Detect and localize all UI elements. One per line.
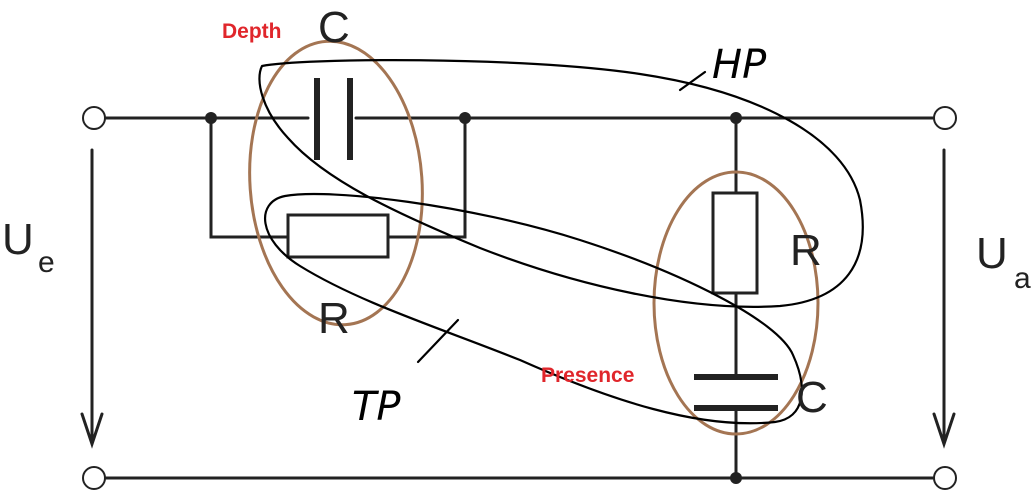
output-voltage-subscript: a [1014,262,1031,295]
node-left [205,112,217,124]
presence-note: Presence [541,364,634,387]
highpass-pointer [678,70,707,92]
depth-note: Depth [222,20,282,43]
parallel-branch-right [386,116,467,239]
shunt-resistor-body [711,191,759,295]
input-voltage-arrow-head [80,412,104,449]
output-voltage-label: U [976,229,1008,278]
series-resistor-body [286,213,390,259]
series-resistor-label: R [318,294,350,343]
depth-group-ellipse [248,39,424,327]
input-terminal-bottom [82,466,106,490]
parallel-branch-left [209,116,290,239]
highpass-note: HP [712,42,767,88]
lowpass-sketch-loop [264,192,803,425]
series-capacitor-label: C [318,3,350,52]
input-voltage-subscript: e [38,246,55,279]
output-terminal-top [933,106,957,130]
input-voltage-label: U [2,215,34,264]
shunt-resistor-label: R [790,226,822,275]
lowpass-pointer [416,318,460,364]
input-terminal-top [82,106,106,130]
output-terminal-bottom [933,466,957,490]
node-right [459,112,471,124]
presence-group-ellipse [652,170,820,436]
highpass-sketch-loop [258,59,864,308]
output-voltage-arrow-head [932,412,956,449]
lowpass-note: TP [352,384,401,430]
shunt-capacitor-label: C [796,373,828,422]
